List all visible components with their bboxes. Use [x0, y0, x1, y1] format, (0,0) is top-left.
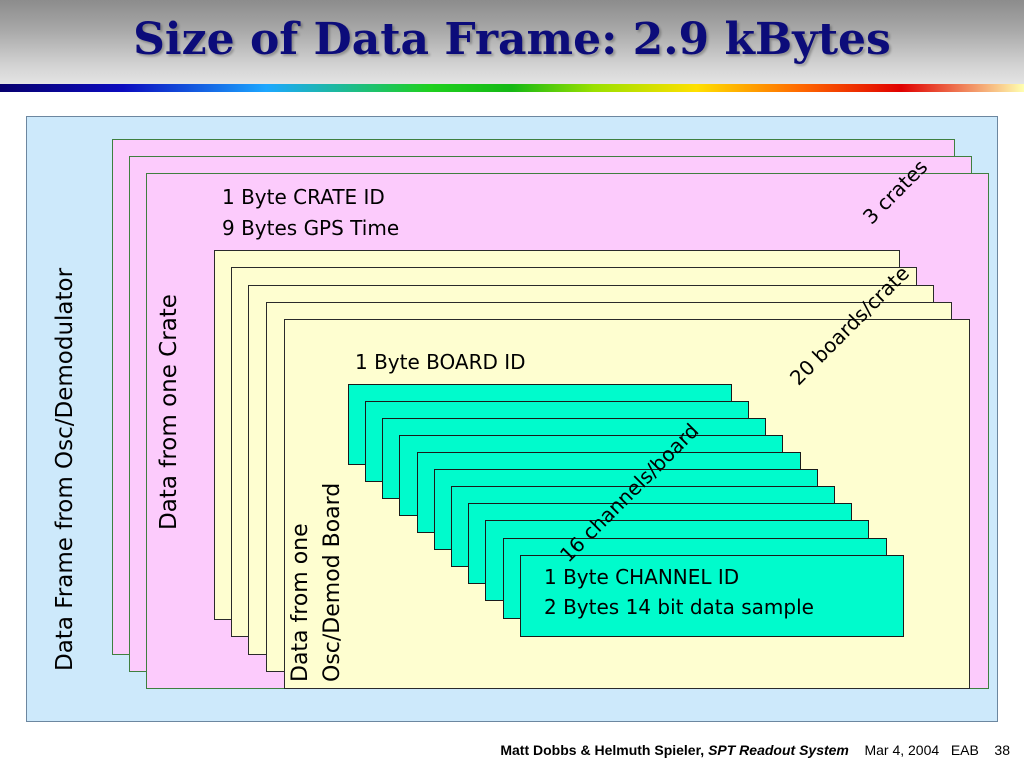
board-id-label: 1 Byte BOARD ID	[355, 350, 526, 374]
footer-authors: Matt Dobbs & Helmuth Spieler,	[500, 742, 705, 758]
footer-page-number: 38	[994, 742, 1010, 758]
rainbow-divider	[0, 84, 1024, 92]
footer-date: Mar 4, 2004	[864, 742, 940, 758]
channel-id-label: 1 Byte CHANNEL ID	[544, 565, 740, 589]
channel-box-11	[520, 555, 904, 637]
footer-initials: EAB	[950, 742, 979, 758]
title-bar	[0, 0, 1024, 86]
frame-label: Data Frame from Osc/Demodulator	[52, 267, 78, 671]
board-label-line-2: Osc/Demod Board	[320, 482, 345, 682]
crate-label: Data from one Crate	[156, 294, 182, 530]
footer-system: SPT Readout System	[708, 742, 849, 758]
gps-time-label: 9 Bytes GPS Time	[222, 216, 400, 240]
data-sample-label: 2 Bytes 14 bit data sample	[544, 595, 814, 619]
crate-id-label: 1 Byte CRATE ID	[222, 185, 385, 209]
footer: Matt Dobbs & Helmuth Spieler, SPT Readou…	[0, 742, 1010, 758]
board-label-line-1: Data from one	[288, 523, 313, 682]
slide-title: Size of Data Frame: 2.9 kBytes	[133, 14, 891, 65]
